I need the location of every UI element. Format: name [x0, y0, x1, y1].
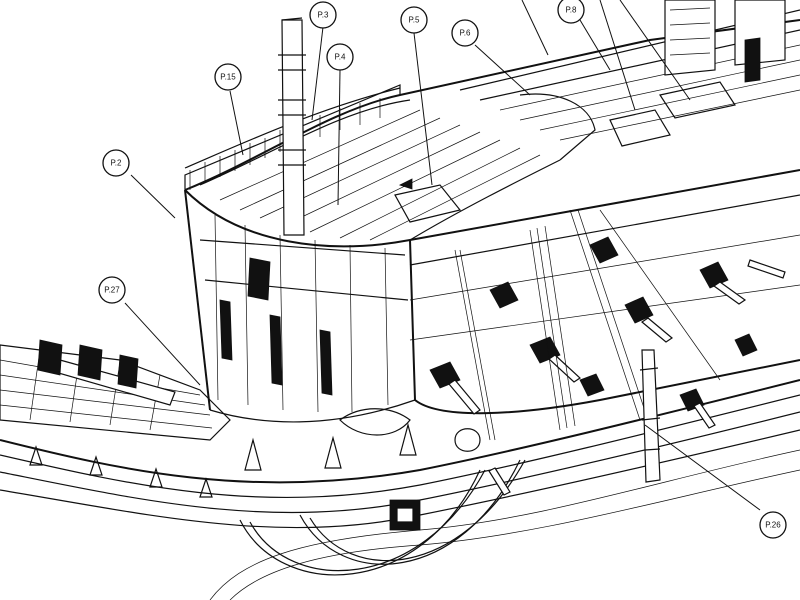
- callout-circle: [102, 149, 130, 177]
- callout-label: P.2: [111, 159, 123, 168]
- callout-circle: [400, 6, 428, 34]
- callout-leaders: [124, 0, 761, 511]
- callout-markers: P.3P.4 P.5P.6 P.8P.15P.2P.27P.26: [98, 0, 787, 539]
- callout-p8: P.8: [557, 0, 585, 24]
- callout-label: P.8: [566, 6, 578, 15]
- callout-p5: P.5: [400, 6, 428, 34]
- callout-circle: [759, 511, 787, 539]
- rigging-block: [389, 349, 661, 531]
- callout-p15: P.15: [214, 63, 242, 91]
- callout-label: P.6: [460, 29, 472, 38]
- rail-carvings: [29, 422, 417, 498]
- quarterdeck: [184, 19, 800, 241]
- beakhead-platform: [0, 344, 231, 441]
- callout-label: P.5: [409, 16, 421, 25]
- callout-label: P.26: [765, 521, 781, 530]
- callout-p2: P.2: [102, 149, 130, 177]
- upper-structure: [664, 0, 786, 83]
- callout-p4: P.4: [326, 43, 354, 71]
- callout-circle: [326, 43, 354, 71]
- bowsprit-spar: [37, 339, 176, 406]
- callout-circle: [98, 276, 126, 304]
- callout-circle: [309, 1, 337, 29]
- gunports: [429, 236, 758, 412]
- callout-p27: P.27: [98, 276, 126, 304]
- lower-hull: [0, 379, 800, 600]
- deck-gratings: [394, 81, 736, 223]
- callout-p3: P.3: [309, 1, 337, 29]
- stern-gallery: [199, 214, 409, 413]
- callout-circle: [451, 19, 479, 47]
- callout-label: P.15: [220, 73, 236, 82]
- callout-label: P.4: [335, 53, 347, 62]
- callout-label: P.3: [318, 11, 330, 20]
- callout-circle: [557, 0, 585, 24]
- callout-label: P.27: [104, 286, 120, 295]
- callout-circle: [214, 63, 242, 91]
- callout-p26: P.26: [759, 511, 787, 539]
- shrouds: [454, 209, 721, 441]
- hanging-cables: [239, 459, 526, 576]
- stern-cartouche: [339, 408, 411, 436]
- mizzen-mast: [278, 17, 306, 236]
- callout-p6: P.6: [451, 19, 479, 47]
